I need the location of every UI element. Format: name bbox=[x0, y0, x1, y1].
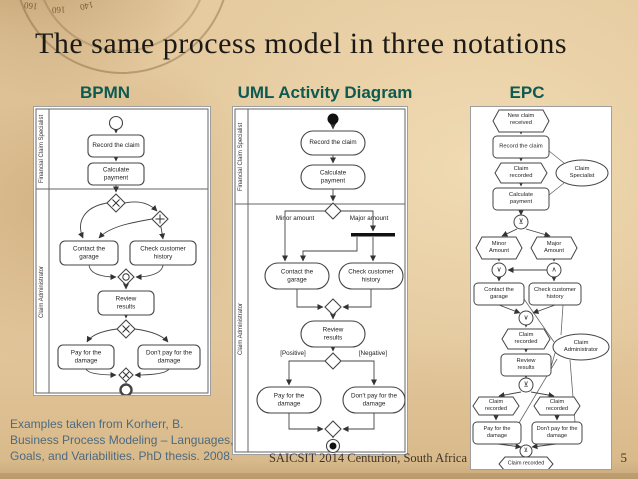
epc-connector-circle bbox=[518, 310, 534, 326]
epc-event-hexagon bbox=[472, 396, 520, 416]
final-node-inner-icon bbox=[329, 442, 337, 450]
uml-activity-diagram bbox=[234, 108, 406, 454]
epc-or-connector-icon: ∨ bbox=[496, 265, 502, 274]
uml-lane-label-specialist: Financial Claim Specialist bbox=[238, 122, 244, 192]
bpmn-lane-label-admin: Claim Administrator bbox=[39, 265, 45, 319]
epc-or-connector-icon: ∨ bbox=[523, 313, 529, 322]
merge-diamond-icon bbox=[324, 420, 342, 438]
epc-event-hexagon bbox=[494, 162, 548, 184]
bpmn-gateway-glyphs bbox=[112, 199, 165, 379]
epc-xor-connector-icon: ⊻ bbox=[523, 447, 529, 454]
merge-diamond-icon bbox=[324, 298, 342, 316]
citation-text: Examples taken from Korherr, B. Business… bbox=[10, 417, 233, 465]
epc-event-hexagon bbox=[475, 236, 523, 260]
uml-lane-label-admin: Claim Administrator bbox=[238, 302, 244, 356]
epc-event-hexagon bbox=[498, 456, 554, 469]
decision-diamond-icon bbox=[324, 352, 342, 370]
epc-xor-connector-icon: ⊻ bbox=[518, 217, 524, 226]
uml-nodes bbox=[256, 113, 406, 454]
epc-connector-circle bbox=[491, 262, 507, 278]
epc-diagram bbox=[472, 109, 610, 469]
uml-flows bbox=[282, 123, 377, 439]
column-header-uml: UML Activity Diagram bbox=[237, 83, 413, 102]
epc-role-ellipse bbox=[555, 159, 609, 187]
column-header-epc: EPC bbox=[509, 83, 545, 102]
epc-and-connector-icon: ∧ bbox=[551, 265, 557, 274]
epc-diagram-panel: New claim received Record the claim Clai… bbox=[470, 106, 612, 470]
uml-diagram-panel: Financial Claim Specialist Claim Adminis… bbox=[232, 106, 408, 455]
bpmn-flows bbox=[78, 127, 170, 384]
epc-connector-circle bbox=[513, 214, 529, 230]
decision-diamond-icon bbox=[324, 202, 342, 220]
initial-node-icon bbox=[327, 113, 339, 125]
citation-line-1: Examples taken from Korherr, B. bbox=[10, 417, 184, 431]
bpmn-diagram bbox=[35, 108, 209, 395]
fork-bar-icon bbox=[351, 233, 395, 237]
column-header-bpmn: BPMN bbox=[79, 83, 131, 102]
compass-number: 160 bbox=[51, 4, 66, 16]
epc-event-hexagon bbox=[533, 396, 581, 416]
epc-nodes bbox=[472, 109, 610, 469]
citation-line-3: Goals, and Variabilities. PhD thesis. 20… bbox=[10, 448, 234, 463]
page-number: 5 bbox=[620, 450, 628, 465]
epc-event-hexagon bbox=[492, 109, 550, 133]
inclusive-gateway-icon bbox=[117, 268, 135, 286]
bpmn-lane-label-specialist: Financial Claim Specialist bbox=[39, 114, 45, 184]
compass-number: 160 bbox=[23, 0, 39, 12]
uml-pool-lines bbox=[234, 108, 406, 453]
footer-conference-text: SAICSIT 2014 Centurion, South Africa bbox=[268, 451, 468, 465]
start-event-icon bbox=[108, 115, 124, 131]
slide-title: The same process model in three notation… bbox=[35, 27, 568, 60]
citation-line-2: Business Process Modeling – Languages, bbox=[10, 432, 234, 447]
epc-connector-circle bbox=[518, 377, 534, 393]
epc-xor-connector-icon: ⊻ bbox=[523, 380, 529, 389]
bpmn-diagram-panel: Financial Claim Specialist Claim Adminis… bbox=[33, 106, 211, 396]
epc-connector-circle bbox=[546, 262, 562, 278]
epc-role-ellipse bbox=[552, 333, 610, 361]
bpmn-nodes bbox=[57, 115, 201, 395]
end-event-icon bbox=[119, 383, 133, 395]
epc-event-hexagon bbox=[530, 236, 578, 260]
epc-event-hexagon bbox=[501, 328, 551, 350]
bottom-edge-shade bbox=[0, 473, 638, 479]
